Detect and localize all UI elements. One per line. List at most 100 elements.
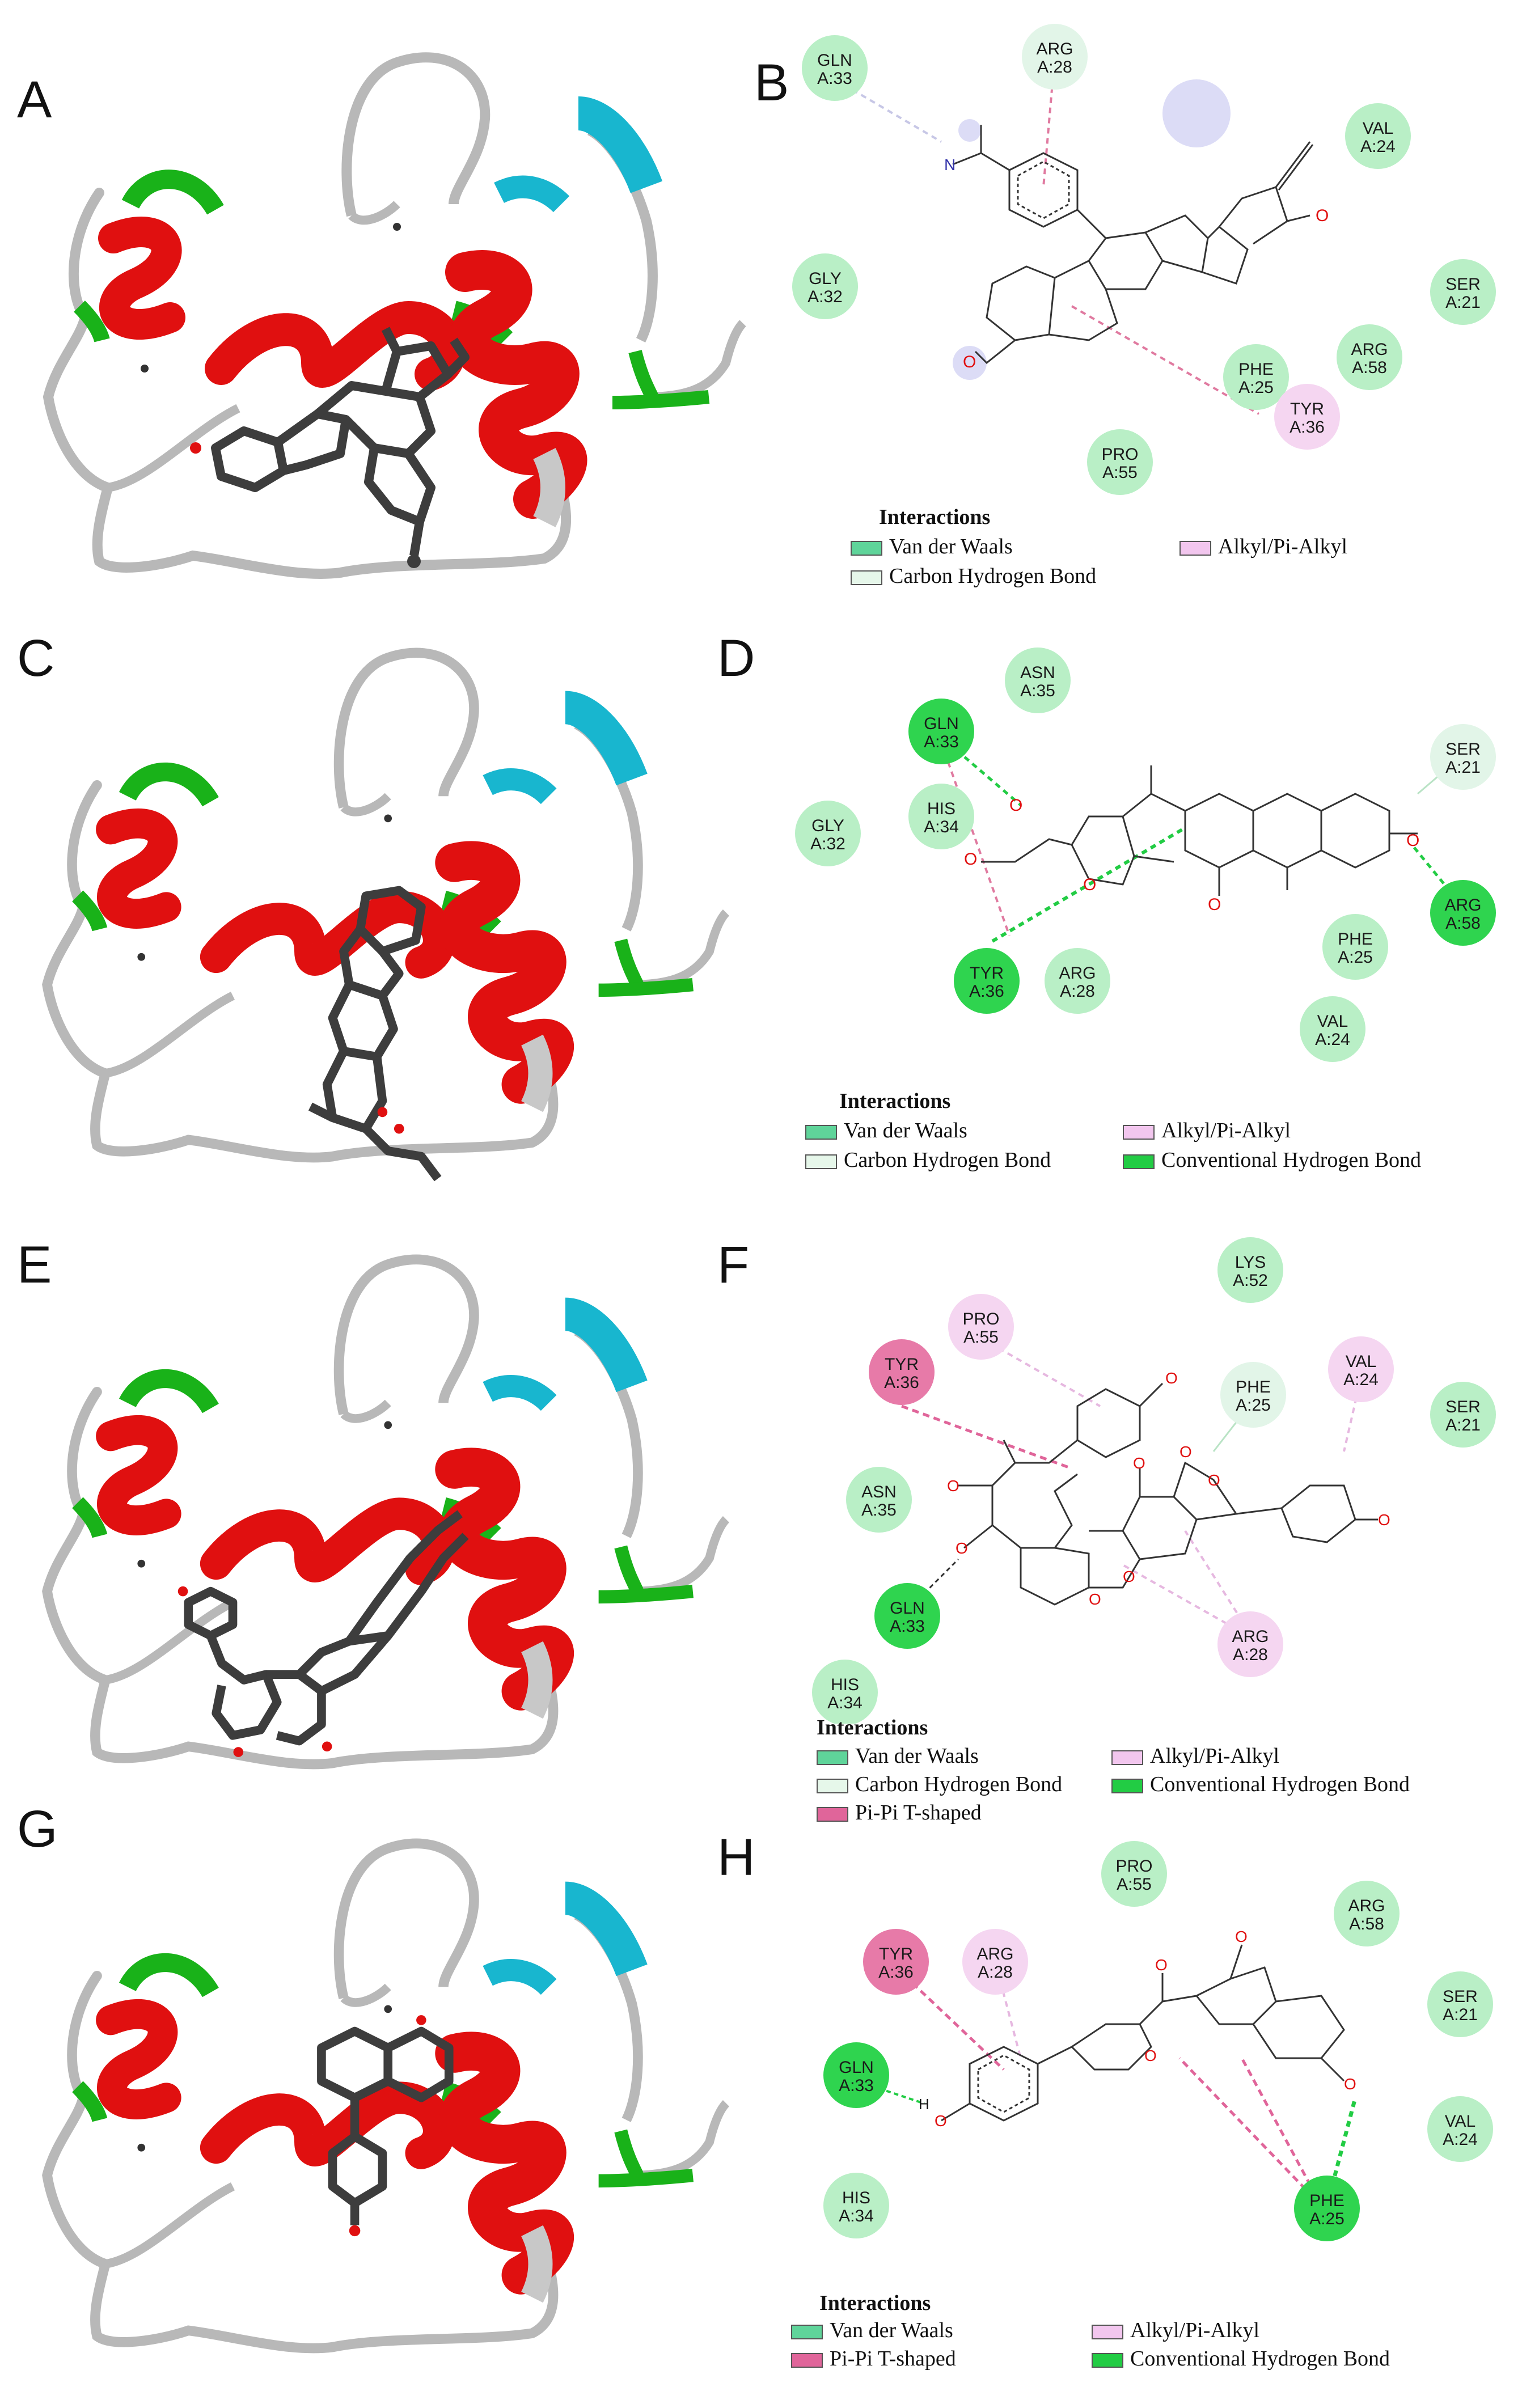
residue-chain-number: A:21 [1443,2005,1478,2024]
interaction-diagram-h: O O O O O H PROA:55ARGA:58TYRA:36ARGA:28… [823,1841,1493,2241]
residue-name: SER [1445,1398,1481,1416]
residue-name: VAL [1363,119,1393,138]
residue-name: ARG [1348,1897,1385,1915]
residue-bubble [1334,1881,1400,1946]
svg-text:O: O [1235,1928,1248,1945]
residue-chain-number: A:25 [1309,2210,1345,2228]
legend-title: Interactions [879,505,991,529]
svg-text:O: O [1155,1956,1168,1974]
residue-name: HIS [842,2189,870,2207]
residue-chain-number: A:52 [1233,1271,1268,1290]
residue-bubble [863,1929,929,1995]
residue-chain-number: A:33 [839,2076,874,2095]
residue-name: GLN [890,1599,925,1618]
residue-bubble [812,1660,878,1724]
legend-item-vdw: Van der Waals [851,534,1013,559]
residue-bubble [1430,259,1496,325]
legend-item-pipi: Pi-Pi T-shaped [817,1800,982,1825]
residue-chain-number: A:24 [1315,1030,1350,1049]
residue-chain-number: A:33 [817,69,852,88]
residue-bubble [1430,1382,1496,1448]
residue-chain-number: A:25 [1338,948,1373,967]
residue-name: LYS [1235,1253,1266,1272]
residue-bubble [1328,1336,1394,1402]
svg-text:O: O [964,850,977,869]
residue-bubble [1087,429,1153,495]
residue-name: ARG [1351,340,1388,359]
svg-text:O: O [956,1539,968,1557]
residue-bubble [846,1467,912,1533]
svg-text:O: O [1133,1454,1145,1472]
residue-chain-number: A:21 [1445,758,1481,777]
residue-bubble [962,1929,1028,1995]
protein-ribbon-c [0,590,737,1182]
residue-chain-number: A:36 [1290,418,1325,437]
residue-bubble [1300,996,1365,1062]
residue-bubble [1427,1971,1493,2037]
residue-bubble [1430,880,1496,946]
residue-bubble [1217,1237,1283,1303]
svg-text:N: N [944,156,956,173]
svg-text:O: O [1208,1471,1220,1489]
residue-chain-number: A:28 [1060,982,1095,1001]
panel-label-c: C [17,629,55,687]
protein-ribbon-g [0,1780,737,2404]
svg-text:O: O [1083,875,1096,894]
residue-name: ASN [861,1483,897,1501]
legend-item-conv-hb: Conventional Hydrogen Bond [1092,2346,1390,2371]
legend-item-alkyl: Alkyl/Pi-Alkyl [1123,1118,1291,1143]
legend-item-carbon-hb: Carbon Hydrogen Bond [817,1772,1062,1797]
residue-name: GLY [809,269,842,288]
legend-item-vdw: Van der Waals [805,1118,967,1143]
panel-label-b: B [754,54,789,112]
residue-bubble [1005,648,1071,713]
residue-name: TYR [1290,400,1324,418]
residue-name: SER [1443,1987,1478,2006]
residue-bubble [874,1583,940,1649]
legend-item-alkyl: Alkyl/Pi-Alkyl [1111,1743,1279,1768]
panel-label-e: E [17,1236,52,1294]
residue-name: ASN [1020,663,1055,682]
residue-bubble [1022,24,1088,90]
panel-label-h: H [717,1829,755,1886]
protein-ribbon-a [0,0,754,624]
residue-chain-number: A:32 [810,835,845,853]
residue-bubble [1045,948,1110,1014]
svg-text:O: O [1123,1568,1135,1585]
residue-chain-number: A:36 [969,982,1004,1001]
legend-item-carbon-hb: Carbon Hydrogen Bond [851,564,1096,589]
residue-chain-number: A:25 [1236,1396,1271,1415]
residue-chain-number: A:58 [1349,1915,1384,1933]
residue-chain-number: A:34 [924,818,959,836]
residue-name: GLY [811,816,844,835]
residue-name: TYR [885,1355,919,1374]
residue-chain-number: A:32 [807,287,843,306]
legend-item-carbon-hb: Carbon Hydrogen Bond [805,1148,1051,1173]
residue-name: PHE [1309,2191,1345,2210]
residue-bubble [1294,2176,1360,2241]
residue-name: SER [1445,740,1481,759]
